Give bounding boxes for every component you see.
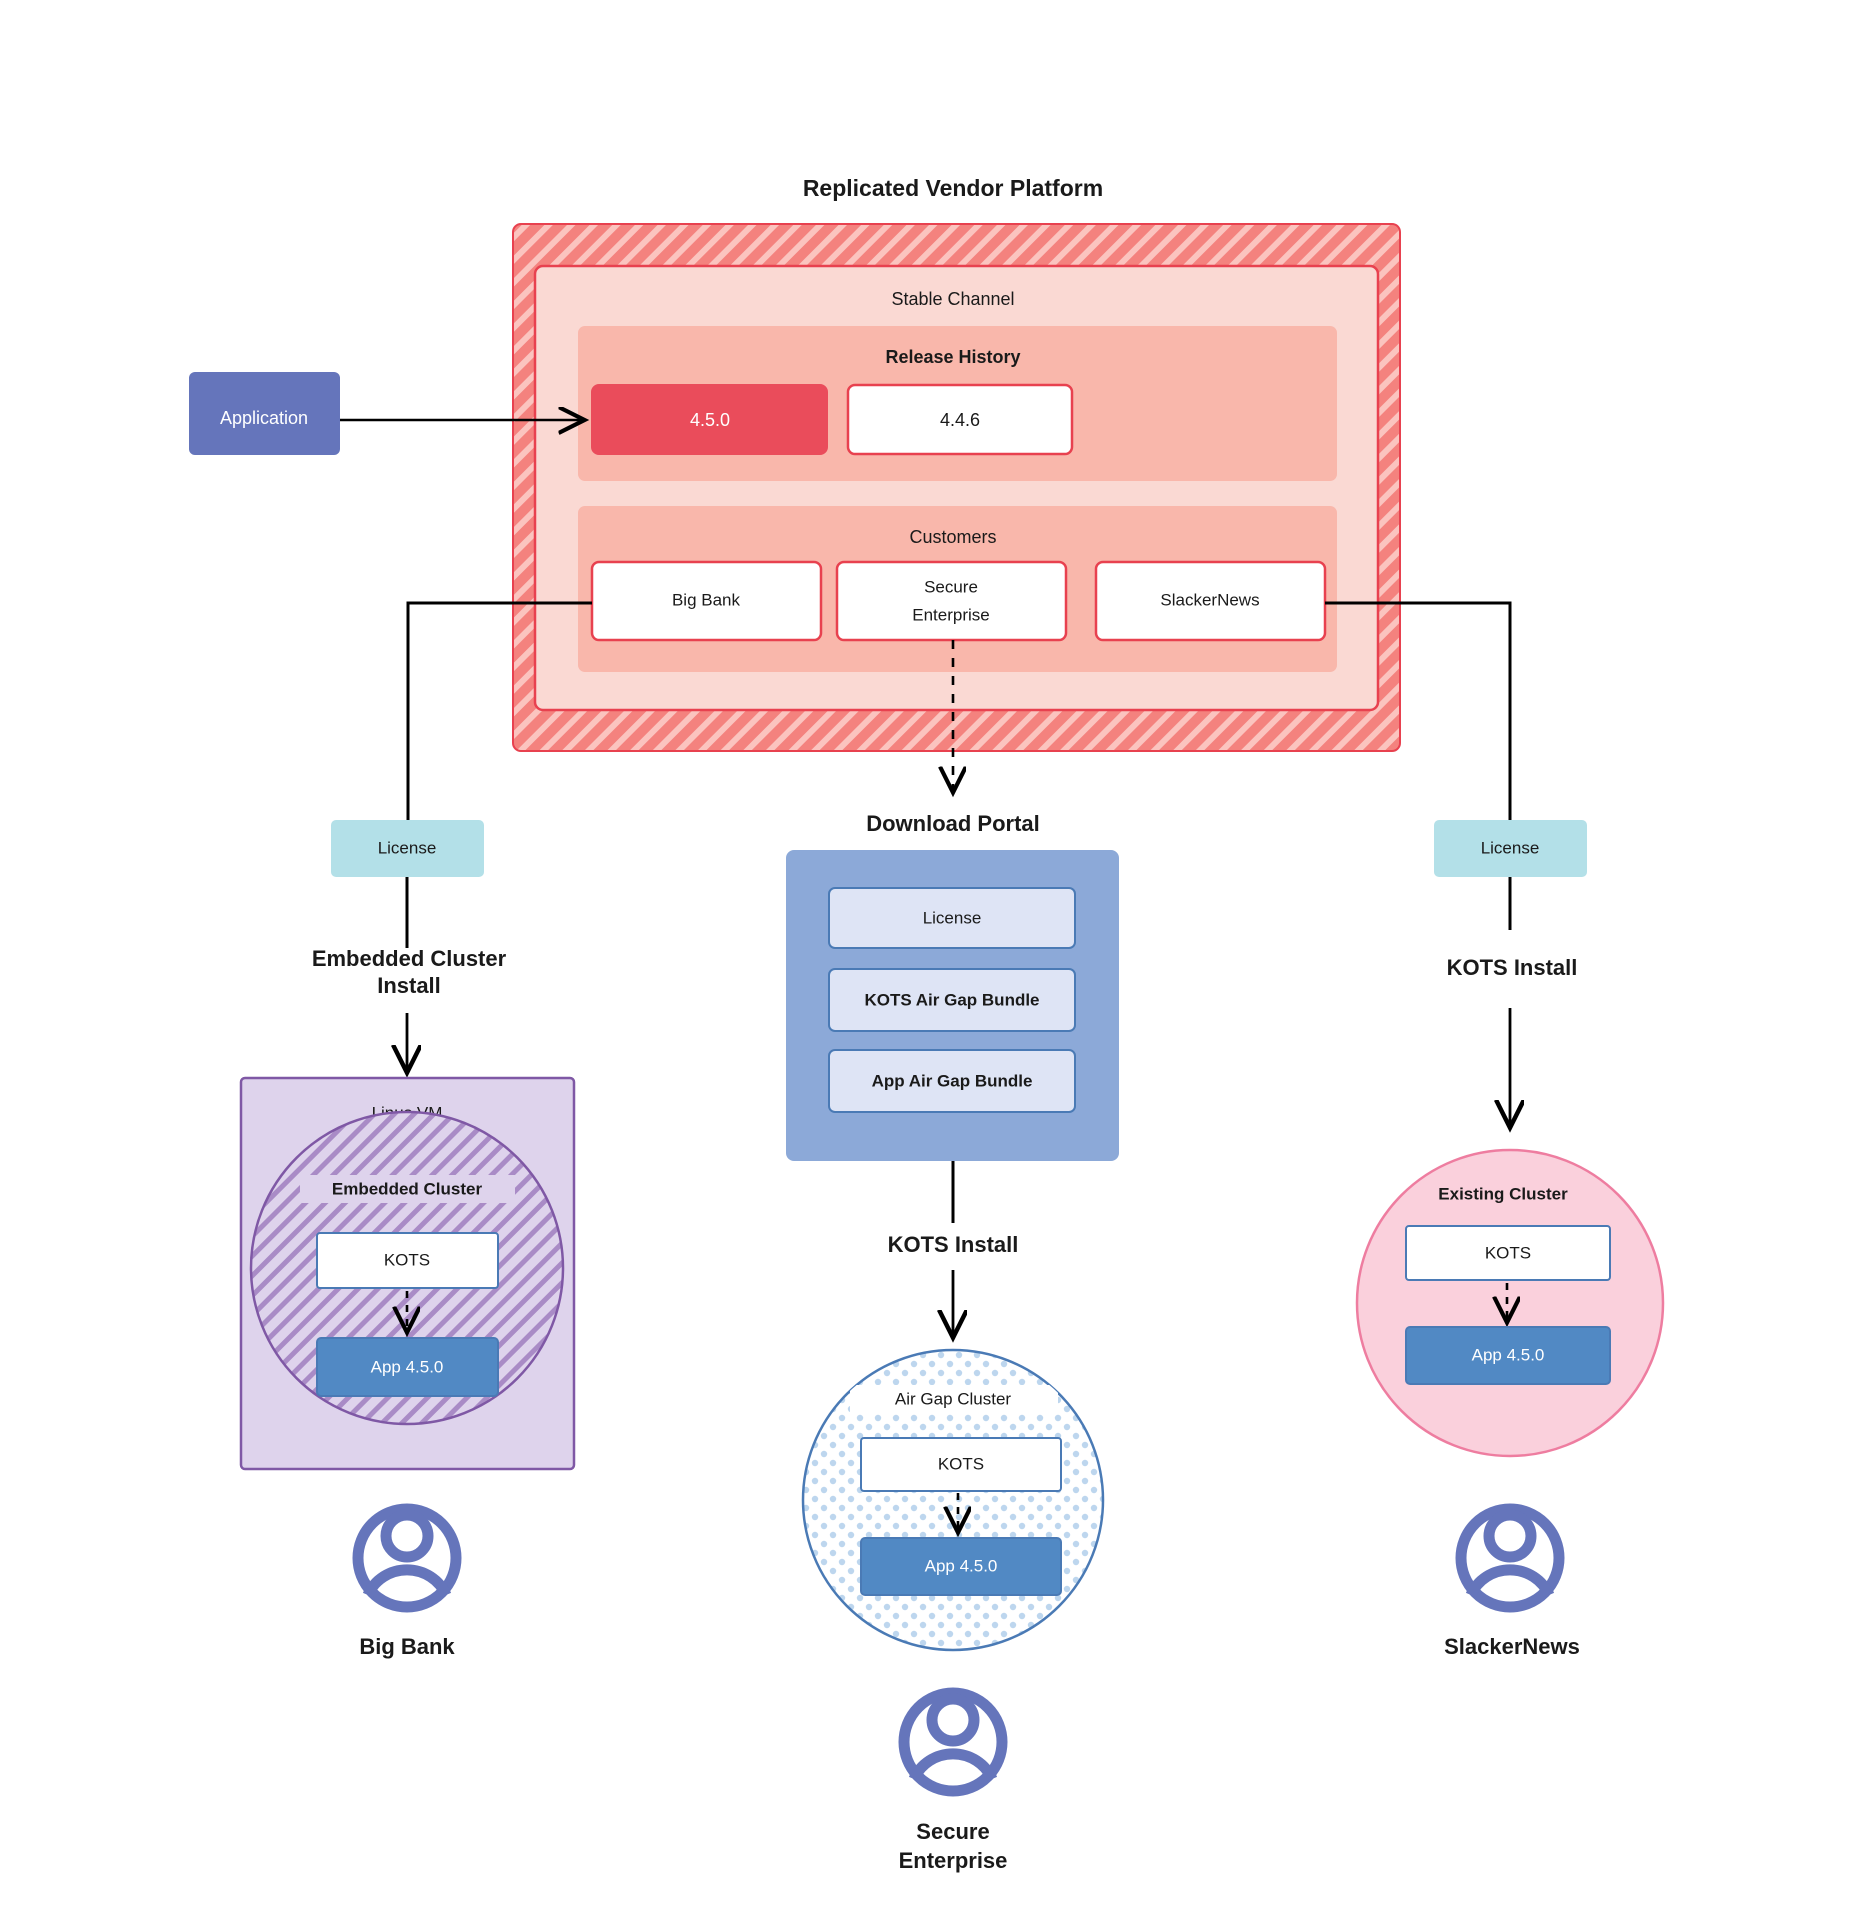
center-kots-label: KOTS — [938, 1454, 984, 1473]
release-current-label: 4.5.0 — [690, 410, 730, 430]
left-install-label-line2: Install — [377, 973, 441, 998]
left-kots-node[interactable]: KOTS — [316, 1232, 499, 1289]
left-install-label-line1: Embedded Cluster — [312, 946, 507, 971]
center-customer-label-line1: Secure — [916, 1819, 989, 1844]
right-license-label: License — [1481, 838, 1540, 857]
platform-title: Replicated Vendor Platform — [803, 175, 1103, 201]
user-avatar-icon — [898, 1687, 1008, 1797]
right-kots-label: KOTS — [1485, 1243, 1531, 1262]
stable-channel-title: Stable Channel — [891, 289, 1014, 309]
portal-item-kots-air-gap-bundle[interactable]: KOTS Air Gap Bundle — [828, 968, 1076, 1032]
center-app-label: App 4.5.0 — [925, 1556, 998, 1575]
embedded-cluster-label: Embedded Cluster — [332, 1179, 483, 1198]
air-gap-cluster-label: Air Gap Cluster — [895, 1389, 1012, 1408]
center-customer-label-line2: Enterprise — [899, 1848, 1008, 1873]
customer-box-label: Big Bank — [672, 590, 741, 609]
left-kots-label: KOTS — [384, 1250, 430, 1269]
application-label: Application — [220, 408, 308, 428]
release-item-previous[interactable]: 4.4.6 — [846, 383, 1074, 456]
slackernews-to-license-line — [1325, 601, 1512, 820]
portal-item-label: App Air Gap Bundle — [872, 1071, 1033, 1090]
right-customer-label: SlackerNews — [1444, 1634, 1580, 1659]
portal-item-label: KOTS Air Gap Bundle — [864, 990, 1039, 1009]
left-license-node[interactable]: License — [331, 820, 484, 877]
customer-box-big-bank[interactable]: Big Bank — [590, 560, 823, 642]
center-kots-node[interactable]: KOTS — [860, 1437, 1062, 1492]
portal-item-label: License — [923, 908, 982, 927]
left-app-label: App 4.5.0 — [371, 1357, 444, 1376]
customer-box-label-line2: Enterprise — [912, 605, 989, 624]
user-avatar-icon — [352, 1503, 462, 1613]
right-app-label: App 4.5.0 — [1472, 1345, 1545, 1364]
avatar-secure-enterprise — [898, 1687, 1008, 1797]
left-customer-label: Big Bank — [359, 1634, 455, 1659]
release-history-title: Release History — [885, 347, 1020, 367]
avatar-slackernews — [1455, 1503, 1565, 1613]
existing-cluster-label: Existing Cluster — [1438, 1184, 1568, 1203]
release-previous-label: 4.4.6 — [940, 410, 980, 430]
left-license-label: License — [378, 838, 437, 857]
application-node[interactable]: Application — [189, 372, 340, 455]
left-app-node[interactable]: App 4.5.0 — [316, 1337, 499, 1397]
release-item-current[interactable]: 4.5.0 — [591, 384, 828, 455]
customers-title: Customers — [909, 527, 996, 547]
customer-box-label: SlackerNews — [1160, 590, 1259, 609]
portal-item-app-air-gap-bundle[interactable]: App Air Gap Bundle — [828, 1049, 1076, 1113]
bigbank-to-license-line — [406, 601, 592, 820]
avatar-big-bank — [352, 1503, 462, 1613]
customer-box-secure-enterprise[interactable]: Secure Enterprise — [835, 560, 1068, 642]
right-install-label: KOTS Install — [1447, 955, 1578, 980]
user-avatar-icon — [1455, 1503, 1565, 1613]
right-license-node[interactable]: License — [1434, 820, 1587, 877]
center-install-label: KOTS Install — [888, 1232, 1019, 1257]
right-app-node[interactable]: App 4.5.0 — [1405, 1326, 1611, 1385]
customer-box-slackernews[interactable]: SlackerNews — [1094, 560, 1327, 642]
center-app-node[interactable]: App 4.5.0 — [860, 1537, 1062, 1596]
customer-box-label-line1: Secure — [924, 577, 978, 596]
download-portal-title: Download Portal — [866, 811, 1040, 836]
right-kots-node[interactable]: KOTS — [1405, 1225, 1611, 1281]
portal-item-license[interactable]: License — [828, 887, 1076, 949]
